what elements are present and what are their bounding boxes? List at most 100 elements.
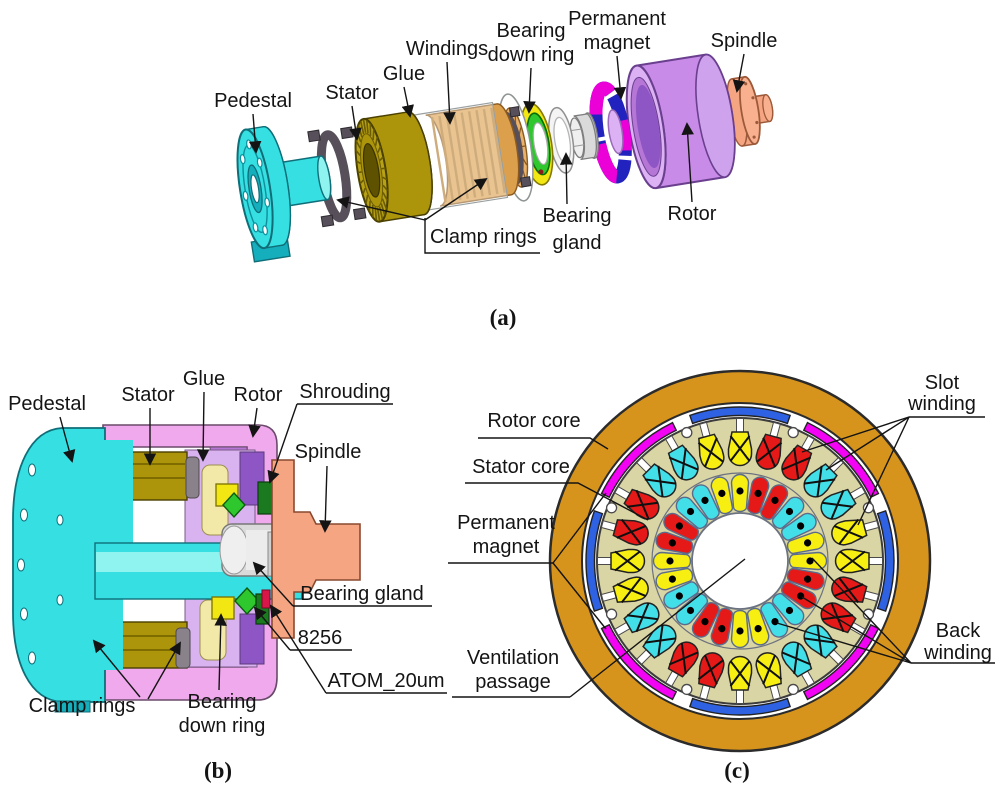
stator-fin bbox=[371, 204, 374, 218]
rotor-3d bbox=[625, 53, 736, 190]
panel-c-labels: Rotor core Stator core Permanent magnet … bbox=[448, 372, 995, 698]
label-ventilation-c: Ventilation bbox=[467, 647, 559, 669]
label-permanent-magnet-a: Permanent bbox=[568, 8, 666, 30]
encoder-atom bbox=[261, 589, 271, 609]
back-winding bbox=[655, 567, 694, 591]
stator-fin bbox=[365, 194, 369, 204]
label-stator-b: Stator bbox=[121, 384, 175, 406]
ventilation-passage-hole bbox=[605, 502, 618, 514]
back-winding bbox=[746, 476, 770, 515]
stator-fin bbox=[359, 121, 365, 135]
label-8256-b: 8256 bbox=[298, 627, 343, 649]
winding-fin bbox=[445, 114, 462, 201]
permanent-magnet-arc bbox=[600, 421, 678, 499]
winding-fin bbox=[482, 108, 499, 195]
pedestal-bolt-hole bbox=[242, 190, 249, 201]
bearing-down-ring-bottom bbox=[211, 596, 235, 620]
caption-b: (b) bbox=[204, 758, 232, 783]
winding-fin bbox=[438, 115, 455, 202]
back-winding bbox=[788, 551, 828, 571]
label-clamp-rings-b: Clamp rings bbox=[29, 695, 136, 717]
stator-fin bbox=[382, 184, 388, 191]
back-winding-dot bbox=[686, 606, 695, 615]
back-winding-dot bbox=[668, 539, 676, 547]
back-winding-dot bbox=[771, 618, 779, 626]
caption-a: (a) bbox=[490, 305, 517, 330]
ventilation-passage-hole bbox=[787, 683, 799, 696]
label-clamp-rings-a: Clamp rings bbox=[430, 226, 537, 248]
label-spindle-b: Spindle bbox=[295, 441, 362, 463]
back-winding-dot bbox=[675, 522, 683, 530]
back-winding-dot bbox=[686, 507, 695, 516]
winding-fin bbox=[453, 113, 469, 199]
slot-winding bbox=[831, 576, 880, 604]
label-stator-core-c: Stator core bbox=[472, 456, 570, 478]
slot-winding bbox=[781, 435, 815, 481]
back-winding-dot bbox=[736, 487, 744, 495]
back-winding-dot bbox=[771, 496, 779, 504]
svg-text:winding: winding bbox=[907, 393, 976, 415]
stator-fin bbox=[374, 136, 379, 146]
winding-fin bbox=[475, 110, 492, 196]
label-shrouding-b: Shrouding bbox=[299, 381, 390, 403]
back-winding bbox=[655, 531, 694, 555]
back-winding-dot bbox=[804, 575, 812, 583]
winding-fin bbox=[490, 107, 506, 193]
clamp-rings-box bbox=[424, 218, 540, 254]
clamp-cap bbox=[185, 456, 200, 499]
svg-text:down ring: down ring bbox=[488, 44, 575, 66]
winding-fin bbox=[430, 117, 447, 203]
stator-fin bbox=[362, 187, 367, 195]
ventilation-passage-hole bbox=[862, 608, 875, 620]
slot-winding bbox=[727, 418, 753, 467]
magnet-magenta-arcs bbox=[589, 81, 632, 184]
panel-c: Rotor core Stator core Permanent magnet … bbox=[448, 369, 995, 783]
stator-fin bbox=[355, 149, 361, 156]
back-winding-dot bbox=[806, 557, 814, 565]
svg-text:passage: passage bbox=[475, 671, 551, 693]
shrouding-top bbox=[257, 481, 273, 515]
back-winding-dot bbox=[718, 625, 726, 633]
back-winding bbox=[691, 484, 720, 520]
panel-a-labels: Pedestal Stator Glue Windings Bearing do… bbox=[214, 8, 777, 254]
ventilation-passage-hole bbox=[605, 608, 618, 620]
back-winding bbox=[663, 512, 699, 541]
stator-fin bbox=[372, 129, 375, 141]
back-winding bbox=[710, 476, 734, 515]
back-winding bbox=[675, 496, 709, 530]
label-bearing-gland-a: Bearing bbox=[543, 205, 612, 227]
stator-fin bbox=[381, 167, 386, 170]
slot-winding bbox=[636, 457, 677, 498]
stator-fin bbox=[382, 176, 388, 181]
back-winding bbox=[786, 567, 825, 591]
back-winding-dot bbox=[736, 627, 744, 635]
label-pedestal-b: Pedestal bbox=[8, 393, 86, 415]
slot-winding bbox=[834, 548, 883, 574]
slot-winding bbox=[597, 548, 646, 574]
pedestal-bolt-hole bbox=[256, 157, 263, 168]
back-winding bbox=[760, 484, 789, 520]
bearing-gland-3d bbox=[569, 112, 599, 161]
label-spindle-a: Spindle bbox=[711, 30, 778, 52]
panel-b-labels: Pedestal Stator Glue Rotor Shrouding Spi… bbox=[8, 368, 447, 737]
label-windings-a: Windings bbox=[406, 38, 488, 60]
windings-3d bbox=[425, 103, 520, 207]
label-rotor-core-c: Rotor core bbox=[487, 410, 580, 432]
spindle-3d bbox=[726, 75, 774, 147]
stator-fin bbox=[357, 171, 362, 174]
stator-fin bbox=[378, 206, 384, 220]
slot-winding bbox=[697, 421, 725, 470]
stator-fin bbox=[381, 198, 388, 210]
svg-text:gland: gland bbox=[553, 232, 602, 254]
label-bearing-gland-b: Bearing gland bbox=[300, 583, 423, 605]
slot-winding bbox=[600, 518, 649, 546]
slot-winding bbox=[600, 576, 649, 604]
svg-text:down ring: down ring bbox=[179, 715, 266, 737]
spindle-section bbox=[271, 459, 361, 639]
pedestal-bolt-hole bbox=[252, 222, 259, 233]
panel-a: Pedestal Stator Glue Windings Bearing do… bbox=[214, 8, 777, 330]
slot-winding bbox=[831, 518, 880, 546]
label-pedestal-a: Pedestal bbox=[214, 90, 292, 112]
label-slot-winding-c: Slot bbox=[925, 372, 960, 394]
